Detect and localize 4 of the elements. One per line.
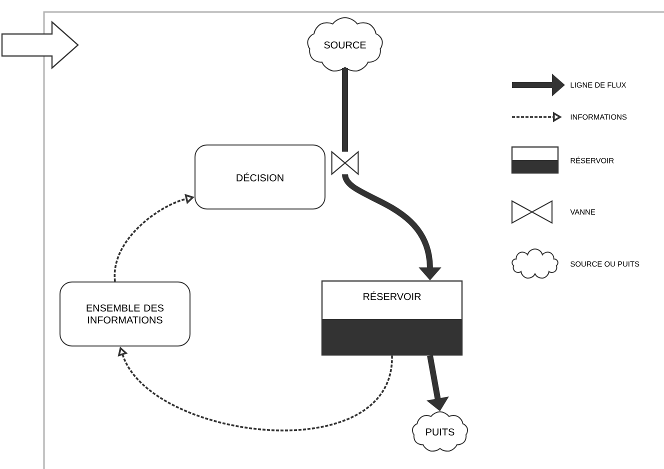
rounded-box: DÉCISION <box>194 144 326 210</box>
valve-symbol <box>331 150 359 176</box>
reservoir-box: RÉSERVOIR <box>321 280 463 356</box>
rounded-box: ENSEMBLE DES INFORMATIONS <box>60 282 190 346</box>
